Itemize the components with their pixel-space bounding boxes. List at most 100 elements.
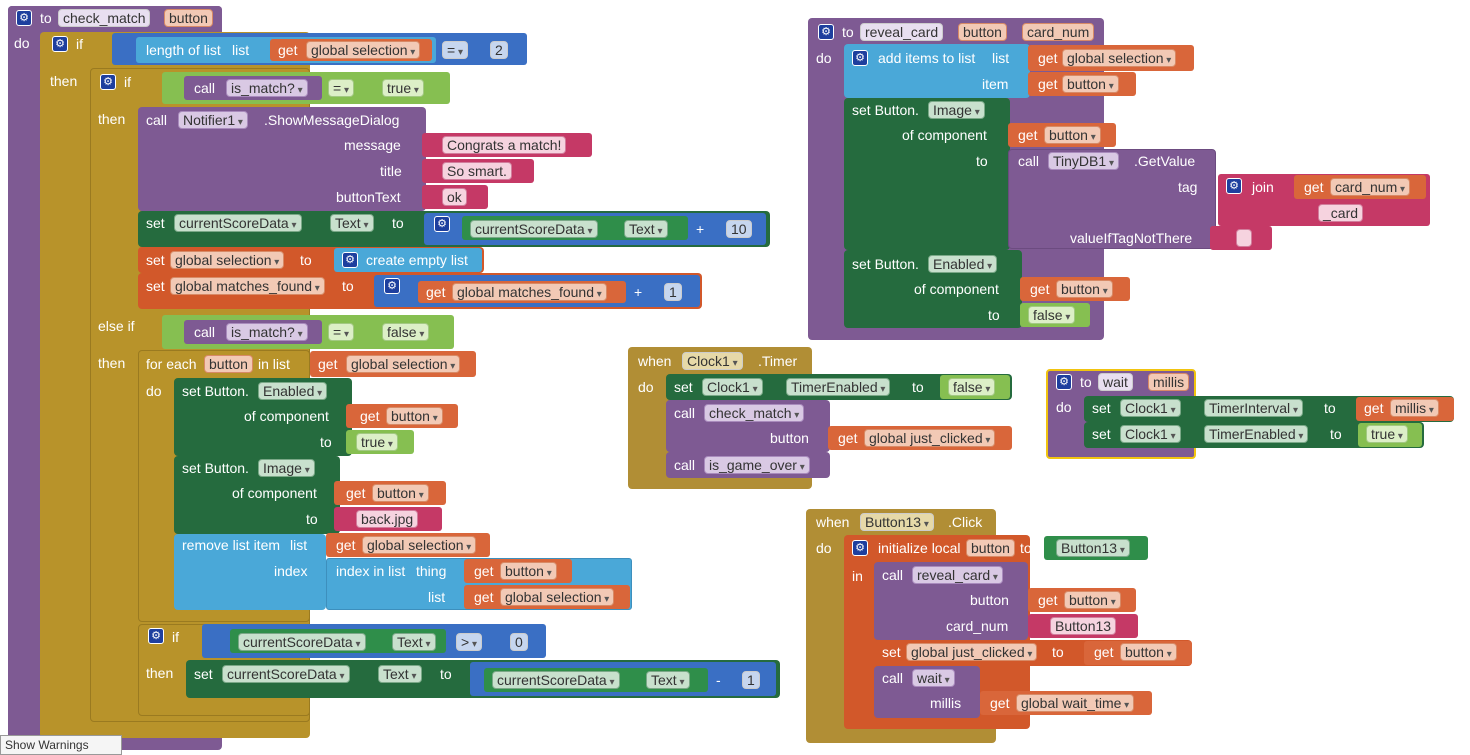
var-dropdown[interactable]: global wait_time — [1016, 694, 1135, 712]
gear-icon[interactable]: ⚙ — [818, 24, 834, 40]
var-dropdown[interactable]: millis — [1390, 399, 1439, 417]
var-dropdown[interactable]: card_num — [1330, 178, 1411, 196]
var-dropdown[interactable]: button — [1062, 75, 1119, 93]
show-warnings-button[interactable]: Show Warnings — [0, 735, 122, 755]
number-field[interactable]: 1 — [664, 283, 682, 301]
procedure-dropdown[interactable]: check_match — [704, 404, 805, 422]
procedure-name-field[interactable]: wait — [1098, 373, 1133, 391]
component-dropdown[interactable]: Clock1 — [1120, 399, 1181, 417]
operator-dropdown[interactable]: = — [442, 41, 468, 59]
number-field[interactable]: 1 — [742, 671, 760, 689]
property-dropdown[interactable]: Image — [928, 101, 985, 119]
property-dropdown[interactable]: TimerEnabled — [1204, 425, 1309, 443]
component-dropdown[interactable]: Notifier1 — [178, 111, 248, 129]
var-dropdown[interactable]: button — [1120, 643, 1177, 661]
boolean-dropdown[interactable]: true — [356, 433, 398, 451]
property-dropdown[interactable]: Enabled — [258, 382, 328, 400]
add-items-block[interactable] — [844, 44, 1030, 98]
gear-icon[interactable]: ⚙ — [384, 278, 400, 294]
gear-icon[interactable]: ⚙ — [852, 50, 868, 66]
create-empty-list-block[interactable] — [334, 248, 482, 272]
component-dropdown[interactable]: currentScoreData — [174, 214, 302, 232]
image-text[interactable]: back.jpg — [356, 510, 419, 528]
boolean-dropdown[interactable]: true — [1366, 425, 1408, 443]
gear-icon[interactable]: ⚙ — [1056, 374, 1072, 390]
operator-dropdown[interactable]: > — [456, 633, 482, 651]
boolean-dropdown[interactable]: false — [948, 378, 996, 396]
property-dropdown[interactable]: TimerEnabled — [786, 378, 891, 396]
operator-dropdown[interactable]: = — [328, 323, 354, 341]
property-dropdown[interactable]: Text — [330, 214, 374, 232]
procedure-name-field[interactable]: reveal_card — [860, 23, 944, 41]
var-dropdown[interactable]: global selection — [362, 536, 477, 554]
var-dropdown[interactable]: global selection — [170, 251, 285, 269]
procedure-dropdown[interactable]: is_game_over — [704, 456, 810, 474]
var-dropdown[interactable]: global selection — [306, 41, 421, 59]
component-dropdown[interactable]: currentScoreData — [238, 633, 366, 651]
component-dropdown[interactable]: Clock1 — [1120, 425, 1181, 443]
remove-list-item-block[interactable] — [174, 534, 326, 610]
property-dropdown[interactable]: Text — [624, 220, 668, 238]
var-dropdown[interactable]: global just_clicked — [864, 429, 996, 447]
procedure-dropdown[interactable]: is_match? — [226, 79, 308, 97]
suffix-text[interactable]: _card — [1318, 204, 1364, 222]
property-dropdown[interactable]: TimerInterval — [1204, 399, 1303, 417]
gear-icon[interactable]: ⚙ — [342, 252, 358, 268]
procedure-name-field[interactable]: check_match — [58, 9, 151, 27]
property-dropdown[interactable]: Text — [646, 671, 690, 689]
gear-icon[interactable]: ⚙ — [100, 74, 116, 90]
number-field[interactable]: 0 — [510, 633, 528, 651]
var-dropdown[interactable]: button — [500, 562, 557, 580]
component-dropdown[interactable]: currentScoreData — [492, 671, 620, 689]
boolean-dropdown[interactable]: false — [1028, 306, 1076, 324]
gear-icon[interactable]: ⚙ — [148, 628, 164, 644]
var-dropdown[interactable]: button — [1044, 126, 1101, 144]
var-dropdown[interactable]: button — [386, 407, 443, 425]
card-num-text[interactable]: Button13 — [1050, 617, 1117, 635]
procedure-dropdown[interactable]: is_match? — [226, 323, 308, 341]
component-dropdown[interactable]: currentScoreData — [470, 220, 598, 238]
button-text[interactable]: ok — [442, 188, 467, 206]
component-dropdown[interactable]: TinyDB1 — [1048, 152, 1119, 170]
local-var-field[interactable]: button — [966, 539, 1015, 557]
set-image-block[interactable] — [844, 98, 1010, 250]
component-dropdown[interactable]: currentScoreData — [222, 665, 350, 683]
param-millis[interactable]: millis — [1148, 373, 1190, 391]
param-button[interactable]: button — [958, 23, 1007, 41]
gear-icon[interactable]: ⚙ — [16, 10, 32, 26]
gear-icon[interactable]: ⚙ — [52, 36, 68, 52]
gear-icon[interactable]: ⚙ — [852, 540, 868, 556]
var-dropdown[interactable]: global selection — [500, 588, 615, 606]
empty-text[interactable] — [1236, 229, 1252, 247]
param-card-num[interactable]: card_num — [1022, 23, 1095, 41]
gear-icon[interactable]: ⚙ — [1226, 178, 1242, 194]
title-text[interactable]: So smart. — [442, 162, 512, 180]
component-dropdown[interactable]: Clock1 — [702, 378, 763, 396]
number-field[interactable]: 10 — [726, 220, 752, 238]
boolean-dropdown[interactable]: true — [382, 79, 424, 97]
operator-dropdown[interactable]: = — [328, 79, 354, 97]
component-dropdown[interactable]: Clock1 — [682, 352, 743, 370]
message-text[interactable]: Congrats a match! — [442, 136, 567, 154]
boolean-dropdown[interactable]: false — [382, 323, 430, 341]
gear-icon[interactable]: ⚙ — [434, 216, 450, 232]
procedure-dropdown[interactable]: wait — [912, 669, 955, 687]
loop-var-field[interactable]: button — [204, 355, 253, 373]
property-dropdown[interactable]: Enabled — [928, 255, 998, 273]
procedure-dropdown[interactable]: reveal_card — [912, 566, 1003, 584]
property-dropdown[interactable]: Image — [258, 459, 315, 477]
var-dropdown[interactable]: global just_clicked — [906, 643, 1038, 661]
var-dropdown[interactable]: button — [1064, 591, 1121, 609]
param-button[interactable]: button — [164, 9, 213, 27]
property-dropdown[interactable]: Text — [392, 633, 436, 651]
var-dropdown[interactable]: global selection — [346, 355, 461, 373]
component-dropdown[interactable]: Button13 — [860, 513, 934, 531]
var-dropdown[interactable]: global matches_found — [170, 277, 325, 295]
var-dropdown[interactable]: global matches_found — [452, 283, 607, 301]
var-dropdown[interactable]: button — [1056, 280, 1113, 298]
component-dropdown[interactable]: Button13 — [1056, 539, 1130, 557]
var-dropdown[interactable]: global selection — [1062, 49, 1177, 67]
var-dropdown[interactable]: button — [372, 484, 429, 502]
number-field[interactable]: 2 — [490, 41, 508, 59]
property-dropdown[interactable]: Text — [378, 665, 422, 683]
